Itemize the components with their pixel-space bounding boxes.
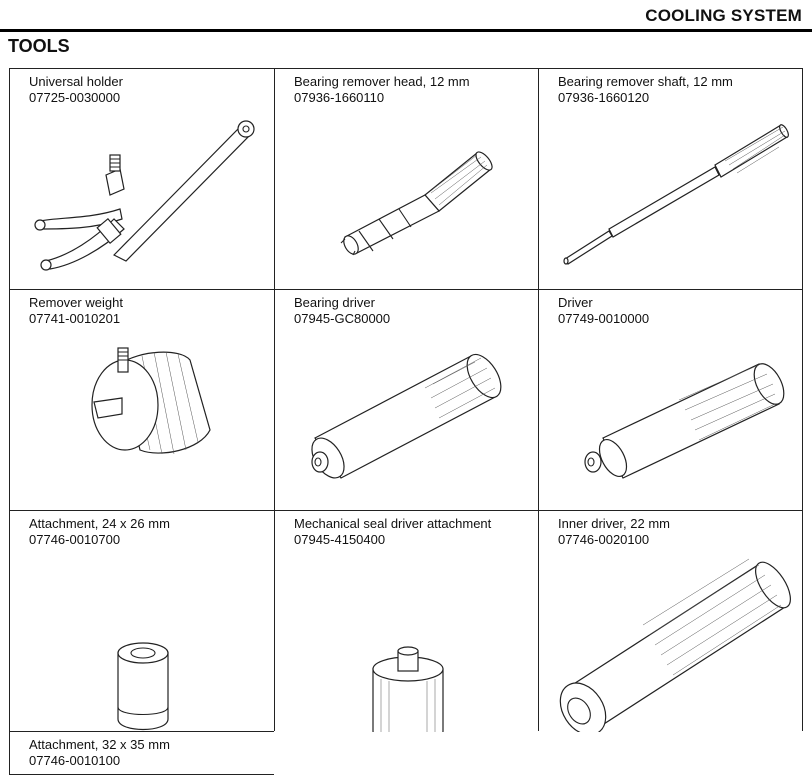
tool-name: Attachment, 24 x 26 mm bbox=[29, 516, 170, 531]
tool-name: Attachment, 32 x 35 mm bbox=[29, 737, 170, 752]
section-title: COOLING SYSTEM bbox=[645, 6, 802, 25]
tool-number: 07936-1660120 bbox=[558, 90, 650, 105]
tool-name: Inner driver, 22 mm bbox=[558, 516, 670, 531]
header-rule bbox=[0, 29, 812, 32]
inner-driver-icon bbox=[559, 558, 791, 732]
tool-name: Bearing remover shaft, 12 mm bbox=[558, 74, 733, 89]
tool-number: 07746-0020100 bbox=[558, 532, 650, 547]
tool-number: 07936-1660110 bbox=[294, 90, 385, 105]
tool-number: 07945-4150400 bbox=[294, 532, 386, 547]
page-heading: TOOLS bbox=[8, 36, 70, 56]
tool-name: Bearing remover head, 12 mm bbox=[294, 74, 470, 89]
attachment-icon bbox=[117, 642, 169, 730]
tool-name: Mechanical seal driver attachment bbox=[294, 516, 492, 531]
tool-name: Driver bbox=[558, 295, 593, 310]
tool-name: Universal holder bbox=[29, 74, 123, 89]
tool-number: 07741-0010201 bbox=[29, 311, 121, 326]
tool-name: Bearing driver bbox=[294, 295, 375, 310]
universal-holder-icon bbox=[34, 120, 255, 271]
tool-number: 07945-GC80000 bbox=[294, 311, 391, 326]
bearing-remover-head-icon bbox=[340, 151, 493, 256]
tool-number: 07749-0010000 bbox=[558, 311, 650, 326]
driver-icon bbox=[584, 363, 785, 479]
tool-number: 07725-0030000 bbox=[29, 90, 121, 105]
tool-number: 07746-0010100 bbox=[29, 753, 121, 768]
bearing-driver-icon bbox=[311, 353, 502, 479]
mechanical-seal-driver-attachment-icon bbox=[372, 646, 444, 732]
tool-name: Remover weight bbox=[29, 295, 123, 310]
tool-number: 07746-0010700 bbox=[29, 532, 121, 547]
remover-weight-icon bbox=[91, 347, 211, 455]
bearing-remover-shaft-icon bbox=[563, 124, 789, 265]
